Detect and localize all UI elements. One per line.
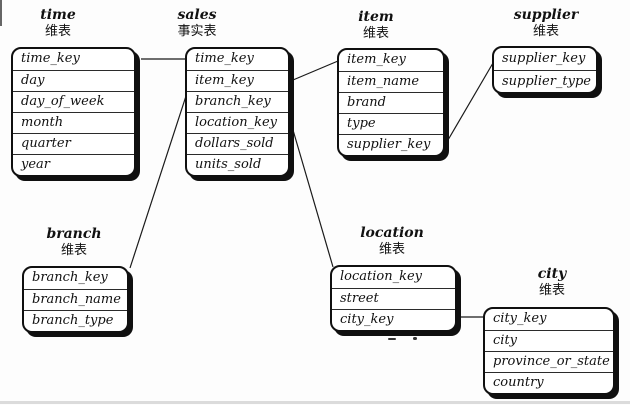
- table-branch: branch_key branch_name branch_type: [22, 266, 129, 333]
- table-title-supplier: supplier 维表: [476, 7, 616, 39]
- field-row: year: [13, 154, 134, 175]
- relation-line-sales-item: [292, 60, 339, 81]
- table-location: location_key street city_key: [330, 265, 457, 332]
- field-row: month: [13, 112, 134, 133]
- field-row: location_key: [340, 269, 423, 284]
- field-row: item_name: [339, 71, 443, 92]
- field-row: item_key: [347, 52, 406, 67]
- field-row: street: [332, 288, 455, 309]
- table-type-label: 事实表: [177, 23, 217, 39]
- table-name: time: [40, 7, 76, 23]
- scan-artifact-dash: [388, 338, 396, 340]
- field-row: branch_name: [24, 289, 127, 310]
- field-row: branch_key: [187, 91, 288, 112]
- table-type-label: 维表: [538, 282, 565, 298]
- scan-artifact-bottom-stripe: [0, 401, 630, 404]
- table-supplier: supplier_key supplier_type: [492, 46, 598, 94]
- field-row: city_key: [332, 309, 455, 330]
- table-name: city: [537, 266, 567, 282]
- field-row: country: [485, 372, 613, 393]
- table-name: branch: [46, 226, 102, 242]
- field-row: day: [13, 70, 134, 91]
- table-item: item_key item_name brand type supplier_k…: [337, 48, 445, 157]
- field-row: time_key: [195, 51, 254, 66]
- field-row: city_key: [493, 311, 547, 326]
- table-title-location: location 维表: [322, 225, 462, 257]
- table-title-branch: branch 维表: [4, 226, 144, 258]
- field-row: quarter: [13, 133, 134, 154]
- table-title-city: city 维表: [482, 266, 622, 298]
- field-row: supplier_type: [494, 70, 596, 92]
- field-row: type: [339, 113, 443, 134]
- scan-artifact-dot: [413, 337, 417, 340]
- table-name: supplier: [513, 7, 579, 23]
- table-title-time: time 维表: [0, 7, 128, 39]
- field-row: units_sold: [187, 154, 288, 175]
- table-type-label: 维表: [44, 23, 71, 39]
- scan-artifact-left-edge: [0, 0, 2, 26]
- table-city: city_key city province_or_state country: [483, 307, 615, 395]
- field-row: branch_key: [32, 270, 108, 285]
- table-sales: time_key item_key branch_key location_ke…: [185, 47, 290, 177]
- field-row: time_key: [21, 51, 80, 66]
- field-row: location_key: [187, 112, 288, 133]
- field-row: province_or_state: [485, 351, 613, 372]
- field-row: brand: [339, 92, 443, 113]
- table-name: item: [358, 9, 394, 25]
- field-row: city: [485, 330, 613, 351]
- field-row: dollars_sold: [187, 133, 288, 154]
- field-row: item_key: [187, 70, 288, 91]
- table-type-label: 维表: [378, 241, 405, 257]
- field-row: supplier_key: [502, 51, 586, 66]
- relation-line-item-supplier: [447, 62, 494, 141]
- field-row: supplier_key: [339, 134, 443, 155]
- table-time: time_key day day_of_week month quarter y…: [11, 47, 136, 177]
- table-name: location: [360, 225, 424, 241]
- table-title-item: item 维表: [306, 9, 446, 41]
- table-type-label: 维表: [60, 242, 87, 258]
- field-row: day_of_week: [13, 91, 134, 112]
- table-type-label: 维表: [362, 25, 389, 41]
- table-name: sales: [177, 7, 217, 23]
- table-type-label: 维表: [532, 23, 559, 39]
- field-row: branch_type: [24, 310, 127, 331]
- table-title-sales: sales 事实表: [127, 7, 267, 39]
